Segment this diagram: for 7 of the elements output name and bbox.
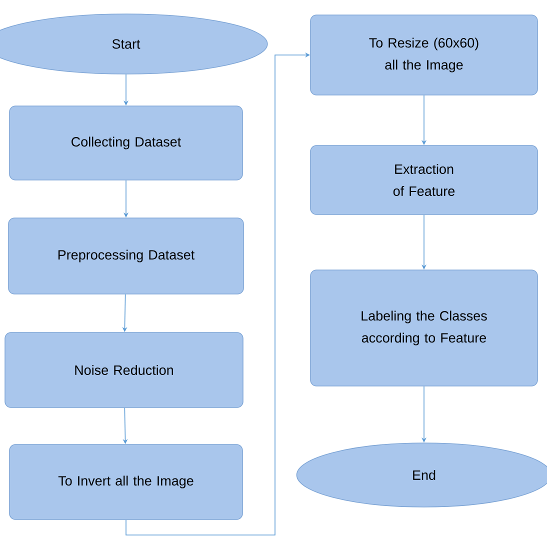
process-box: Preprocessing Dataset <box>8 218 244 294</box>
process-box: Collecting Dataset <box>9 106 243 180</box>
process-box: To Resize (60x60) all the Image <box>310 14 538 96</box>
process-box: Labeling the Classes according to Feature <box>310 270 538 386</box>
process-box: Extraction of Feature <box>310 145 538 215</box>
process-box: Noise Reduction <box>4 332 244 408</box>
process-box: To Invert all the Image <box>9 444 243 520</box>
